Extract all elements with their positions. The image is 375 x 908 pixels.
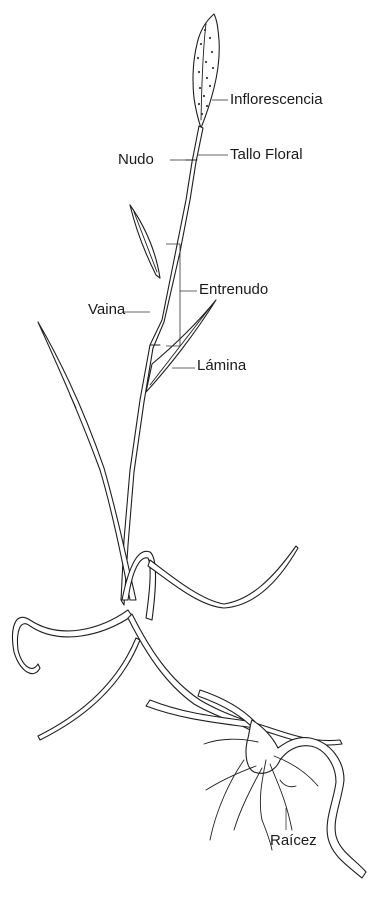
tallo-floral-label: Tallo Floral: [230, 146, 303, 164]
raicez-label: Raícez: [270, 832, 317, 850]
left-long-leaf-drawing: [38, 322, 136, 600]
upper-leaf-drawing: [130, 205, 160, 278]
leaf-blade-drawing: [146, 300, 216, 392]
lamina-label: Lámina: [197, 357, 246, 375]
entrenudo-label: Entrenudo: [199, 281, 268, 299]
inflorescence-drawing: [193, 14, 219, 128]
lower-leaves-drawing: [13, 546, 342, 745]
inflorescencia-label: Inflorescencia: [230, 91, 323, 109]
vaina-label: Vaina: [88, 301, 125, 319]
nudo-label: Nudo: [118, 151, 154, 169]
